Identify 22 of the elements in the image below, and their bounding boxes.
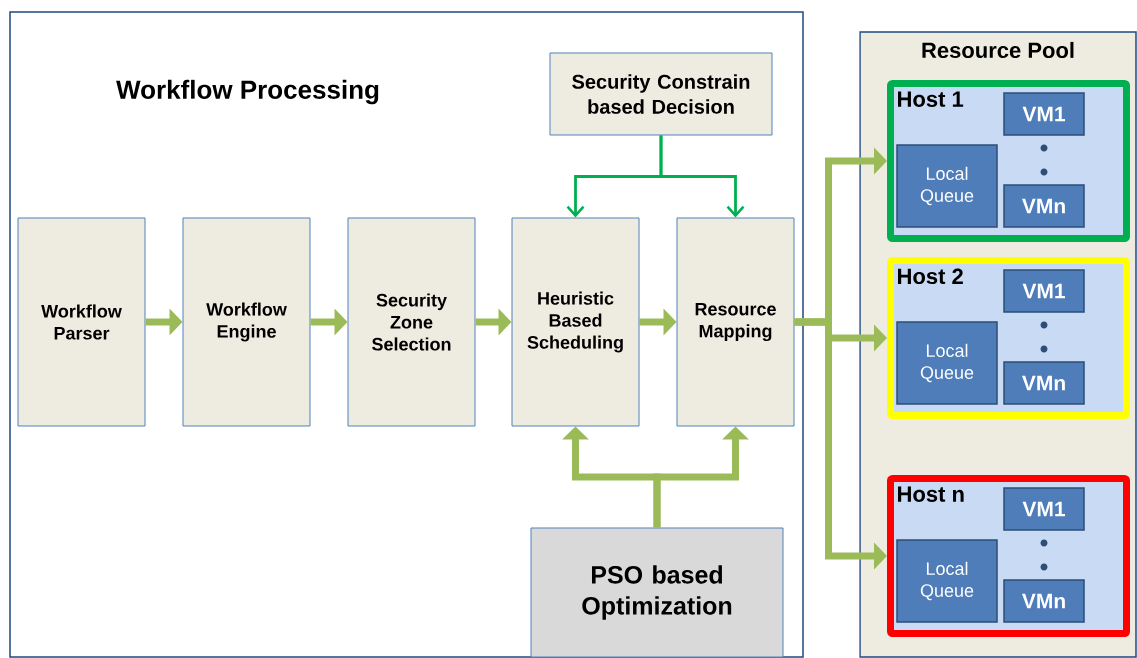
process-box: Workflow Parser [17, 217, 146, 427]
vm-box: VM1 [1003, 269, 1085, 313]
vm-box: VMn [1003, 579, 1085, 623]
queue-box: Local Queue [896, 321, 998, 405]
arrow [659, 135, 745, 218]
panel-heading: Workflow Processing [116, 79, 379, 105]
vm-box: VM1 [1003, 487, 1085, 531]
queue-box: Local Queue [896, 144, 998, 228]
panel-heading: Resource Pool [922, 41, 1074, 59]
vm-box: VMn [1003, 184, 1085, 228]
process-box: Security Zone Selection [347, 217, 476, 427]
process-box: Resource Mapping [676, 217, 795, 427]
host-heading: Host 2 [898, 268, 963, 285]
process-box: Workflow Engine [182, 217, 311, 427]
process-box: PSO based Optimization [530, 527, 784, 658]
host-heading: Host 1 [898, 91, 964, 107]
process-box: Security Constrain based Decision [549, 52, 773, 136]
vm-box: VM1 [1003, 92, 1085, 136]
queue-box: Local Queue [896, 539, 998, 623]
vm-box: VMn [1003, 361, 1085, 405]
host-heading: Host n [898, 486, 964, 502]
process-box: Heuristic Based Scheduling [511, 217, 640, 427]
